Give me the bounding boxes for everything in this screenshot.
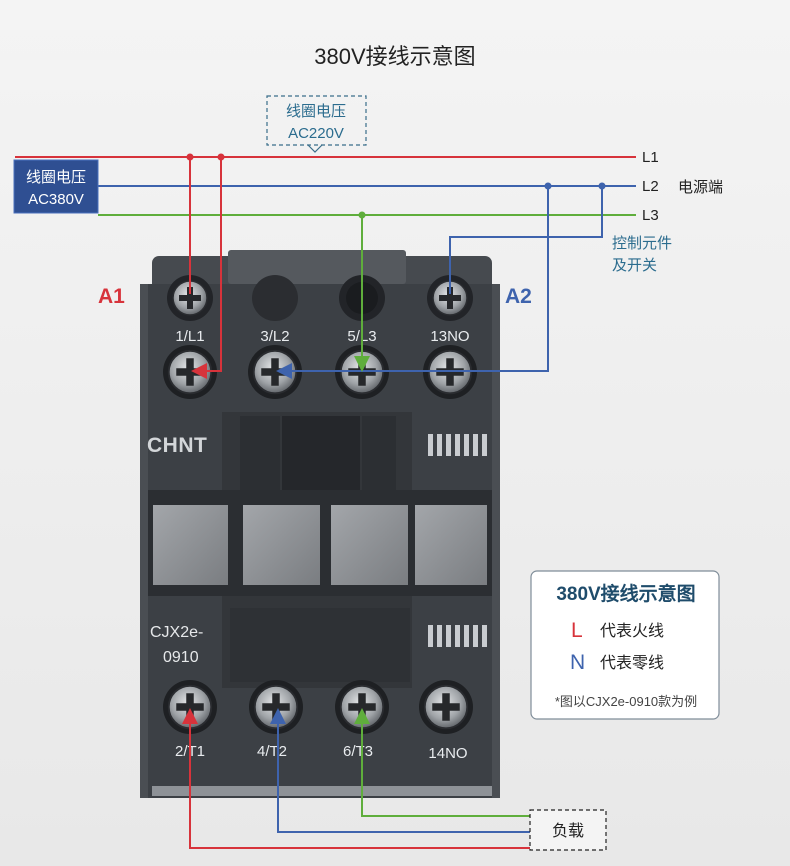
terminal-label-6t3: 6/T3	[343, 743, 373, 760]
actuator-recess	[282, 416, 360, 500]
cavity-top-mid1	[252, 275, 298, 321]
junction-l1-main	[217, 153, 225, 161]
coil-220-pointer	[307, 144, 323, 153]
model-line2: 0910	[163, 649, 199, 666]
legend: 380V接线示意图 L 代表火线 N 代表零线 *图以CJX2e-0910款为例	[530, 570, 720, 720]
coil-terminal-a2: A2	[505, 285, 532, 308]
vent-lower	[428, 625, 487, 647]
page-title: 380V接线示意图	[314, 44, 475, 69]
load-label: 负载	[552, 822, 584, 840]
coil-380-background	[13, 159, 99, 214]
housing-left-edge	[140, 284, 148, 798]
top-center-raise	[228, 250, 406, 284]
legend-frame	[530, 570, 720, 720]
coil-380-box: 线圈电压 AC380V	[13, 159, 99, 214]
contactor-body: 1/L1 3/L2 5/L3 13NO CHNT	[140, 250, 500, 798]
terminal-label-4t2: 4/T2	[257, 743, 287, 760]
wire-4t2-load	[270, 708, 530, 833]
line-label-l1: L1	[642, 149, 659, 166]
vent-upper	[428, 434, 487, 456]
wire-l1-to-1l1	[191, 157, 222, 379]
control-label-line2: 及开关	[612, 257, 657, 274]
wire-control-to-a2	[449, 186, 603, 294]
wire-l2-to-3l2	[276, 186, 549, 379]
junction-l3-main	[358, 211, 366, 219]
coil-220-voltage: AC220V	[288, 125, 344, 142]
actuator-lower	[230, 608, 410, 682]
junction-l2-control	[598, 182, 606, 190]
terminal-label-14no: 14NO	[428, 745, 467, 762]
coil-380-label: 线圈电压	[26, 169, 86, 186]
junction-l2-main	[544, 182, 552, 190]
coil-220-label: 线圈电压	[286, 103, 346, 120]
window-4	[415, 505, 487, 585]
coil-380-voltage: AC380V	[28, 191, 84, 208]
junction-l1-a1	[186, 153, 194, 161]
control-label-line1: 控制元件	[612, 235, 672, 252]
wire-6t3-load	[354, 708, 530, 817]
actuator-slot-right	[362, 416, 396, 496]
screw-4t2	[253, 684, 299, 730]
coil-220-callout: 线圈电压 AC220V	[266, 95, 367, 153]
terminal-label-3l2: 3/L2	[260, 328, 289, 345]
model-line1: CJX2e-	[150, 624, 203, 641]
brand-logo: CHNT	[147, 434, 207, 457]
legend-n-symbol: N	[570, 651, 585, 674]
load-box-frame	[529, 809, 607, 851]
actuator-slot-left	[240, 416, 280, 496]
window-1	[153, 505, 228, 585]
window-3	[331, 505, 408, 585]
load-box: 负载	[529, 809, 607, 851]
power-source-label: 电源端	[678, 179, 723, 196]
housing-right-edge	[492, 284, 500, 798]
line-label-l3: L3	[642, 207, 659, 224]
window-2	[243, 505, 320, 585]
legend-title: 380V接线示意图	[556, 582, 695, 605]
legend-note: *图以CJX2e-0910款为例	[555, 694, 697, 709]
coil-terminal-a1: A1	[98, 285, 125, 308]
coil-220-box	[266, 95, 367, 146]
legend-l-symbol: L	[571, 619, 583, 642]
legend-l-text: 代表火线	[600, 622, 664, 640]
base-strip	[152, 786, 492, 796]
legend-n-text: 代表零线	[600, 654, 664, 672]
terminal-label-13no: 13NO	[430, 328, 469, 345]
wire-2t1-load	[182, 708, 530, 849]
terminal-label-1l1: 1/L1	[175, 328, 204, 345]
screw-14no	[423, 684, 469, 730]
line-label-l2: L2	[642, 178, 659, 195]
